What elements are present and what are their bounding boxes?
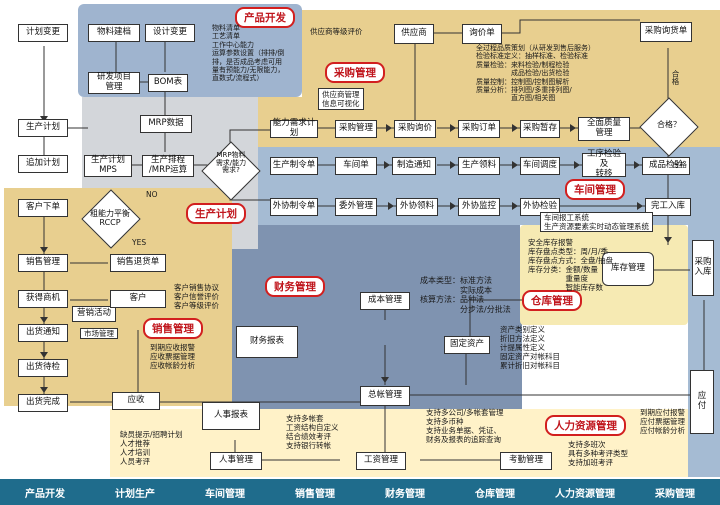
title-workshop: 车间管理 xyxy=(565,179,625,200)
nav-plan-production[interactable]: 计划生产 xyxy=(115,488,155,500)
title-product-dev: 产品开发 xyxy=(235,7,295,28)
gl-note: 支持多帐套 工资结构自定义 结合绩效考评 支持银行转帐 xyxy=(286,414,339,450)
nav-procurement[interactable]: 采购管理 xyxy=(655,488,695,500)
purchase-hold-box[interactable]: 采购暂存 xyxy=(520,120,560,138)
production-plan-box[interactable]: 生产计划 xyxy=(18,119,68,137)
title-production-plan: 生产计划 xyxy=(186,203,246,224)
purchase-quote-box[interactable]: 采购询货单 xyxy=(640,22,692,42)
finished-in-box[interactable]: 完工入库 xyxy=(645,198,691,216)
hr-mgmt-box[interactable]: 人事管理 xyxy=(210,452,262,470)
nav-sales[interactable]: 销售管理 xyxy=(295,488,335,500)
nav-warehouse[interactable]: 仓库管理 xyxy=(475,488,515,500)
prod-material-box[interactable]: 生产领料 xyxy=(458,157,500,175)
out-done-box[interactable]: 出货完成 xyxy=(18,394,68,412)
inventory-box[interactable]: 库存管理 xyxy=(602,252,654,286)
receivable-box[interactable]: 应收 xyxy=(112,392,160,410)
outsource-manage-box[interactable]: 委外管理 xyxy=(335,198,377,216)
payable-note: 到期应付报警 应付票据管理 应付帐龄分析 xyxy=(640,408,685,435)
region-finance-upper xyxy=(258,225,520,249)
purchase-inquiry-box[interactable]: 采购询价 xyxy=(394,120,436,138)
full-quality-box[interactable]: 全面质量 管理 xyxy=(578,117,630,141)
cost-note: 成本类型：标准方法 实际成本 核算方法：品种法 分步法/分批法 xyxy=(420,276,511,314)
material-bom-box[interactable]: 物料建档 xyxy=(88,24,140,42)
plan-change-box[interactable]: 计划变更 xyxy=(18,24,68,42)
sales-return-box[interactable]: 销售退货单 xyxy=(110,254,166,272)
outsource-monitor-box[interactable]: 外协监控 xyxy=(458,198,500,216)
opportunity-box[interactable]: 获得商机 xyxy=(18,290,68,308)
hr-note: 缺员提示/招聘计划 人才推荐 人才培训 人员考评 xyxy=(120,430,183,466)
rd-project-box[interactable]: 研发项目 管理 xyxy=(88,72,140,94)
rccp-label: 粗能力平衡 RCCP xyxy=(90,209,130,227)
marketing-box[interactable]: 营销活动 xyxy=(72,306,116,322)
capacity-plan-box[interactable]: 能力需求计划 xyxy=(270,118,318,138)
mps-box[interactable]: 生产计划 MPS xyxy=(84,155,132,177)
purchase-in-box[interactable]: 采购 入库 xyxy=(692,240,714,296)
mrp-data-box[interactable]: MRP数据 xyxy=(140,115,192,133)
fixed-note: 资产类别定义 折旧方法定义 计提属性定义 固定资产对帐科目 累计折旧对帐科目 xyxy=(500,325,560,370)
general-ledger-box[interactable]: 总帐管理 xyxy=(360,386,410,406)
nav-workshop[interactable]: 车间管理 xyxy=(205,488,245,500)
attendance-note: 支持多班次 具有多种考评类型 支持加班考评 xyxy=(568,440,628,467)
sales-note: 客户销售协议 客户信誉评价 客户等级评价 xyxy=(174,283,219,310)
product-dev-note: 物料清单 工艺清单 工作中心能力 运算参数设置（排排/倒 排，是否成品考虑可用 … xyxy=(212,24,285,83)
out-wait-box[interactable]: 出货待检 xyxy=(18,359,68,377)
inquiry-box[interactable]: 询价单 xyxy=(462,24,502,44)
manufacture-notice-box[interactable]: 制造通知 xyxy=(392,157,436,175)
supplier-box[interactable]: 供应商 xyxy=(394,24,434,44)
outsource-order-box[interactable]: 外协制令单 xyxy=(270,198,318,216)
fixed-asset-box[interactable]: 固定资产 xyxy=(444,336,490,354)
title-finance: 财务管理 xyxy=(265,276,325,297)
process-check-box[interactable]: 工序检验及 转移 xyxy=(582,149,626,179)
qualified-label-2: 合格 xyxy=(672,160,687,169)
title-warehouse: 仓库管理 xyxy=(522,290,582,311)
add-plan-box[interactable]: 追加计划 xyxy=(18,155,68,173)
schedule-mrp-box[interactable]: 生产排程 /MRP运算 xyxy=(142,155,194,177)
hr-report-box[interactable]: 人事报表 xyxy=(202,402,260,430)
workshop-dispatch-box[interactable]: 车间调度 xyxy=(520,157,560,175)
cost-mgmt-box[interactable]: 成本管理 xyxy=(360,292,410,310)
purchase-order-box[interactable]: 采购订单 xyxy=(458,120,500,138)
prod-order-box[interactable]: 生产制令单 xyxy=(270,157,318,175)
out-mgmt-box[interactable]: 出货通知 xyxy=(18,324,68,342)
payroll-box[interactable]: 工资管理 xyxy=(356,452,406,470)
workshop-order-box[interactable]: 车间单 xyxy=(335,157,377,175)
finished-check-box[interactable]: 成品检验 xyxy=(642,157,690,175)
qualified-label: 合格？ xyxy=(657,120,681,129)
bom-box[interactable]: BOM表 xyxy=(148,74,188,92)
procurement-note: 全过程品质策划（从研发到售后服务） 检验标准定义：抽样标准、检验标准 质量检验：… xyxy=(476,44,595,103)
finance-report-box[interactable]: 财务报表 xyxy=(236,326,298,358)
attendance-box[interactable]: 考勤管理 xyxy=(500,452,552,470)
payable-box[interactable]: 应 付 xyxy=(690,370,714,434)
customer-order-box[interactable]: 客户下单 xyxy=(18,199,68,217)
nav-finance[interactable]: 财务管理 xyxy=(385,488,425,500)
no-label: NO xyxy=(146,190,158,199)
market-mgmt-label: 市场管理 xyxy=(80,328,118,339)
workshop-report-note: 车间报工系统 生产资源要素实时动态管理系统 xyxy=(540,212,653,232)
nav-product-dev[interactable]: 产品开发 xyxy=(25,488,65,500)
qualified-label-1: 合格 xyxy=(671,70,680,85)
design-change-box[interactable]: 设计变更 xyxy=(145,24,195,42)
sales-mgmt-box[interactable]: 销售管理 xyxy=(18,254,68,272)
yes-label: YES xyxy=(132,238,147,247)
nav-hr[interactable]: 人力资源管理 xyxy=(555,488,615,500)
supplier-eval-label: 供应商等级评价 xyxy=(310,27,363,36)
warehouse-note: 安全库存报警 库存盘点类型：周/月/季 库存盘点方式：全盘/抽盘 库存分类：金额… xyxy=(528,238,614,292)
bottom-nav-bar: 产品开发 计划生产 车间管理 销售管理 财务管理 仓库管理 人力资源管理 采购管… xyxy=(0,479,720,505)
title-sales: 销售管理 xyxy=(143,318,203,339)
purchase-mgmt-box[interactable]: 采购管理 xyxy=(335,120,377,138)
receivable-note: 到期应收报警 应收票据管理 应收帐龄分析 xyxy=(150,343,195,370)
title-procurement: 采购管理 xyxy=(325,62,385,83)
customer-box[interactable]: 客户 xyxy=(110,290,166,308)
outsource-material-box[interactable]: 外协领料 xyxy=(396,198,438,216)
mrp-material-label: MRP物料 需求/能力 需求? xyxy=(215,151,247,175)
gl2-note: 支持多公司/多帐套管理 支持多币种 支持业务单据、凭证、 财务及报表的追踪查询 xyxy=(426,408,504,444)
supplier-mgmt-note: 供应商管理 信息可视化 xyxy=(318,88,364,110)
title-hr: 人力资源管理 xyxy=(545,415,626,436)
